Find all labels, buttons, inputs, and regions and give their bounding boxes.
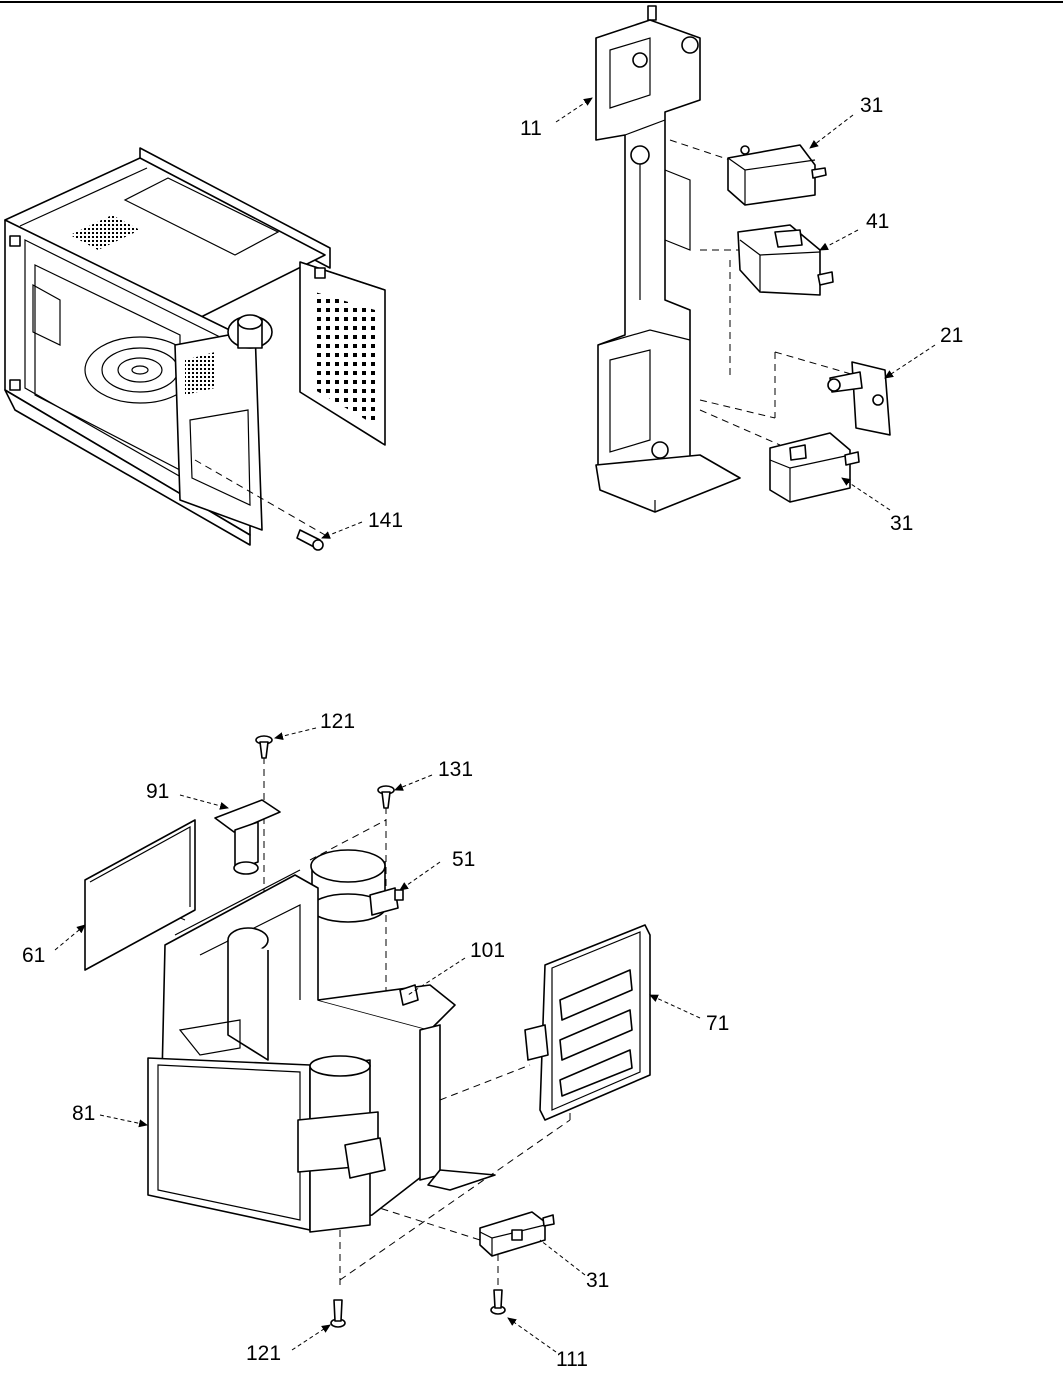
cabinet-assembly [4, 147, 386, 551]
callout-31-middle: 31 [890, 512, 913, 535]
callout-81: 81 [72, 1102, 95, 1125]
cover-plate-61 [84, 819, 196, 971]
callout-41: 41 [866, 210, 889, 233]
interlock-assembly [595, 5, 891, 513]
callout-31-bottom: 31 [586, 1269, 609, 1292]
callout-labels: 11 31 41 21 31 141 121 131 91 51 61 101 … [22, 94, 963, 1371]
motor-51 [310, 849, 404, 923]
switch-41 [737, 224, 834, 296]
thermostat-91 [214, 799, 281, 875]
callout-111: 111 [556, 1348, 588, 1371]
callout-21: 21 [940, 324, 963, 347]
callout-91: 91 [146, 780, 169, 803]
callout-71: 71 [706, 1012, 729, 1035]
callout-61: 61 [22, 944, 45, 967]
callout-121-top: 121 [320, 710, 355, 733]
screw-121-bottom [330, 1299, 346, 1328]
lower-assembly [84, 735, 651, 1328]
callout-51: 51 [452, 848, 475, 871]
screw-131 [377, 785, 395, 809]
callout-101: 101 [470, 939, 505, 962]
screw-111 [490, 1289, 506, 1315]
callout-31-top: 31 [860, 94, 883, 117]
door-panel-71 [524, 924, 651, 1121]
switch-31-bottom [479, 1211, 555, 1257]
actuator-21 [827, 361, 891, 436]
callout-leaders [54, 97, 936, 1353]
callout-11: 11 [520, 117, 542, 140]
switch-31-lower [769, 432, 860, 503]
switch-31-upper [727, 144, 827, 206]
callout-141: 141 [368, 509, 403, 532]
callout-131: 131 [438, 758, 473, 781]
screw-141 [296, 529, 324, 551]
callout-121-bottom: 121 [246, 1342, 281, 1365]
screw-121-top [255, 735, 273, 759]
